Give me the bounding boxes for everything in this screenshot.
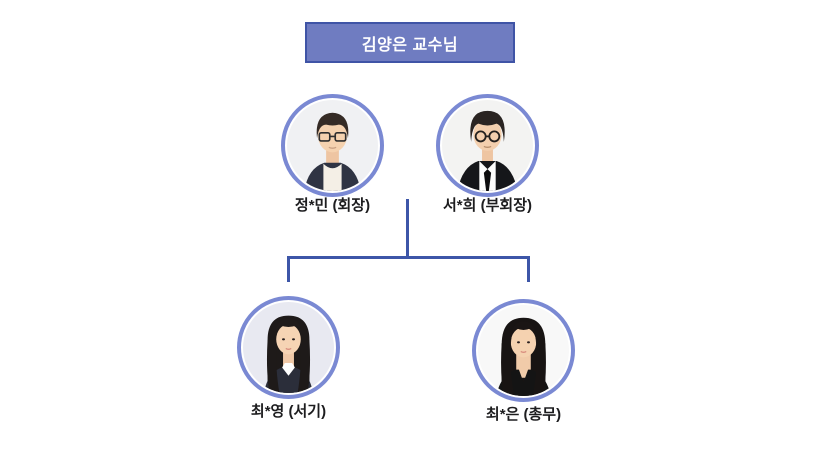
connector-right-drop-line: [527, 256, 530, 282]
avatar-photo-woman-collar-icon: [243, 302, 334, 393]
avatar-ring: [472, 299, 575, 402]
avatar-ring: [436, 94, 539, 197]
member-card-treasurer: 최*은 (총무): [472, 299, 575, 423]
connector-horizontal-line: [287, 256, 530, 259]
member-label: 정*민 (회장): [294, 197, 371, 214]
member-card-secretary: 최*영 (서기): [237, 296, 340, 420]
avatar-photo-woman-blazer-icon: [478, 305, 569, 396]
avatar-ring: [237, 296, 340, 399]
professor-label: 김양은 교수님: [361, 36, 459, 54]
avatar-photo-man-glasses-suit-icon: [442, 100, 533, 191]
avatar-ring: [281, 94, 384, 197]
member-label: 최*은 (총무): [485, 406, 562, 423]
member-card-president: 정*민 (회장): [281, 94, 384, 214]
connector-left-drop-line: [287, 256, 290, 282]
avatar-photo-man-glasses-jacket-icon: [287, 100, 378, 191]
professor-box: 김양은 교수님: [305, 22, 515, 63]
member-card-vice-president: 서*희 (부회장): [436, 94, 539, 214]
member-label: 최*영 (서기): [250, 403, 327, 420]
connector-trunk-line: [406, 199, 409, 257]
member-label: 서*희 (부회장): [443, 197, 532, 214]
